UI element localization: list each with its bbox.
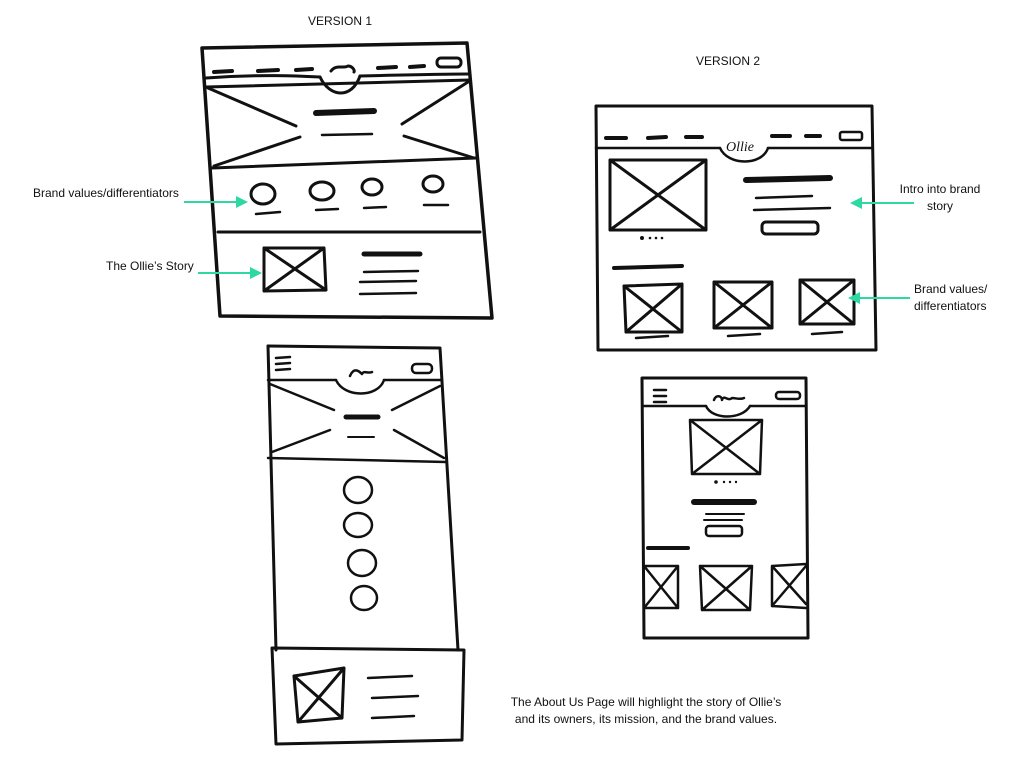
footer-note-line-2: and its owners, its mission, and the bra… [514, 712, 778, 726]
annotation-intro-line-2: story [926, 199, 953, 213]
arrow-intro-v2 [850, 197, 914, 209]
v1-desktop-nav [204, 56, 470, 95]
annotation-brand-values-v2-line-2: differentiators [914, 299, 987, 313]
v1-mobile-nav [266, 355, 444, 395]
annotation-brand-values-v1: Brand values/differentiators [33, 186, 179, 200]
annotation-brand-values-v2: Brand values/ differentiators [914, 281, 987, 315]
arrow-brand-values-v2 [848, 292, 910, 304]
v2-mobile-values [642, 546, 808, 612]
v1-mobile-values [342, 475, 379, 612]
v2-desktop-wireframe: Ollie [594, 104, 878, 352]
v1-desktop-wireframe [200, 41, 494, 320]
v2m-logo-scribble [712, 395, 746, 402]
v1-mobile-hero [266, 382, 448, 464]
v2-mobile-intro [688, 418, 764, 538]
v2-logo-text: Ollie [726, 140, 754, 155]
footer-note-line-1: The About Us Page will highlight the sto… [510, 695, 782, 709]
v1-mobile-story [270, 646, 466, 746]
v2-mobile-wireframe [640, 376, 810, 640]
footer-note: The About Us Page will highlight the sto… [490, 694, 802, 728]
annotation-intro-line-1: Intro into brand [899, 182, 981, 196]
v1-desktop-hero [204, 78, 478, 170]
arrow-story-v1 [198, 267, 262, 279]
v1-desktop-values [216, 174, 482, 234]
v1-desktop-story [262, 246, 423, 296]
annotation-intro-v2: Intro into brand story [880, 181, 1000, 215]
v1m-logo-scribble [348, 369, 374, 378]
annotation-brand-values-v2-line-1: Brand values/ [914, 282, 988, 296]
annotation-ollies-story: The Ollie’s Story [106, 259, 194, 273]
v2-desktop-intro [608, 158, 833, 240]
version-1-heading: VERSION 1 [308, 14, 373, 28]
v1-mobile-wireframe [266, 344, 466, 746]
v2-desktop-values [612, 264, 856, 340]
v2-desktop-nav: Ollie [594, 130, 874, 163]
v1-logo-scribble [329, 64, 356, 74]
v2-mobile-nav [642, 388, 808, 418]
arrow-brand-values-v1 [184, 196, 248, 208]
v2m-hamburger-icon [652, 388, 668, 404]
version-2-heading: VERSION 2 [696, 54, 761, 68]
hamburger-icon [274, 355, 292, 372]
